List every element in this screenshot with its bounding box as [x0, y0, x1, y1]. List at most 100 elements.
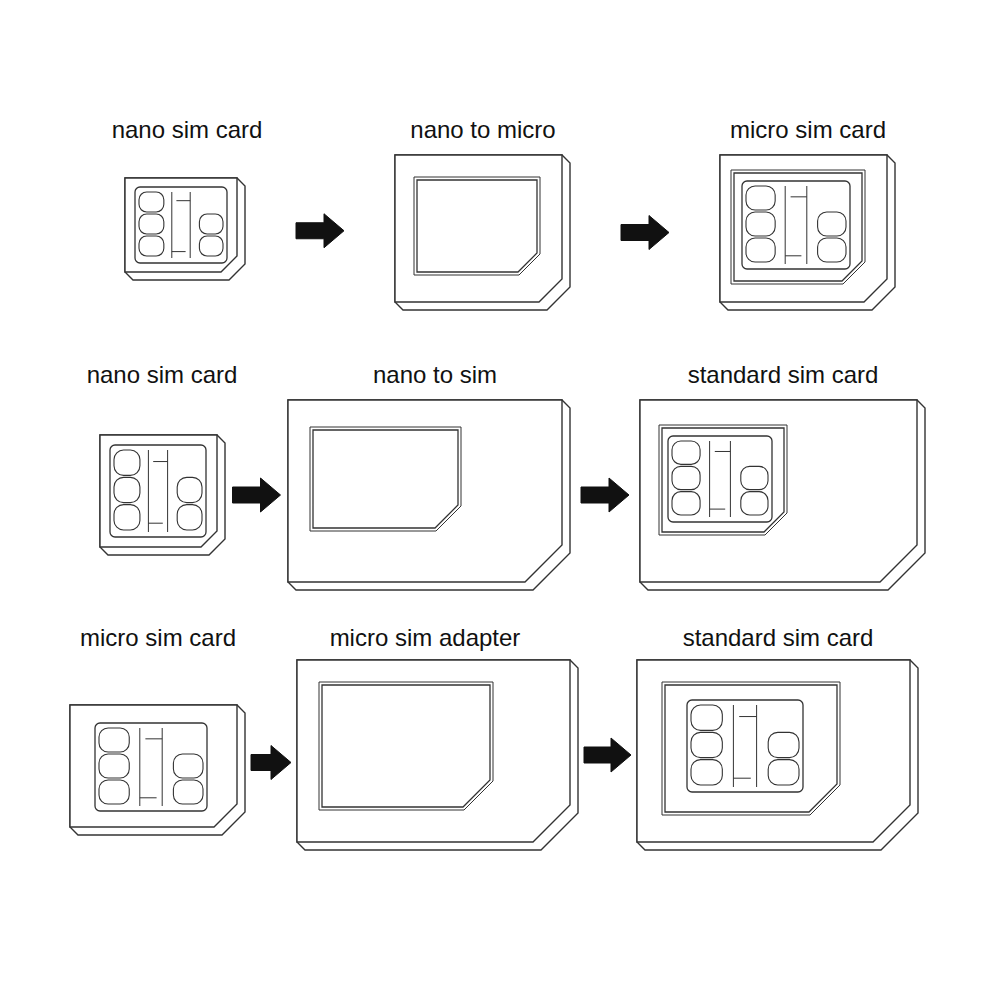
chip-line [148, 450, 167, 532]
sim-card: nano sim card [125, 178, 245, 280]
chip-contact [139, 236, 164, 256]
sim-card: nano sim card [100, 435, 225, 555]
card-label: nano sim card [87, 362, 238, 388]
chip-contact [691, 732, 722, 757]
card-edge [395, 155, 570, 310]
chip-contact [691, 705, 722, 730]
chip-contact [746, 186, 775, 210]
card-edge [297, 660, 578, 850]
card-face [100, 435, 217, 547]
sim-card: micro sim card [70, 705, 245, 835]
card-label: nano to micro [410, 117, 555, 143]
cutout-rim [662, 682, 840, 815]
chip-contact [199, 236, 223, 256]
sim-card: micro sim adapter [297, 660, 578, 850]
chip-contact [741, 466, 768, 489]
chip-line [785, 186, 807, 264]
card-shape [100, 435, 225, 555]
card-edge [637, 660, 918, 850]
chip-contact [177, 477, 202, 502]
cutout-rim [659, 425, 787, 535]
chip-line [140, 728, 162, 806]
cutout [322, 685, 490, 807]
chip-line [710, 441, 731, 517]
block-arrow [233, 478, 281, 512]
chip-outline [742, 181, 850, 269]
chip-contact [768, 732, 799, 757]
block-arrow [251, 746, 291, 780]
card-edge [125, 178, 245, 280]
sim-card: standard sim card [640, 400, 925, 590]
chip-contact [99, 780, 129, 804]
cutout-rim [310, 427, 461, 531]
chip-contact [199, 214, 223, 234]
cutout-rim [319, 682, 493, 810]
cutout [665, 685, 837, 812]
sim-card: nano to sim [288, 400, 570, 590]
card-shape [640, 400, 925, 590]
card-face [720, 155, 887, 302]
chip-contact [741, 492, 768, 515]
cutout-rim [731, 170, 865, 284]
chip-contact [672, 466, 700, 489]
card-shape [720, 155, 895, 310]
chip-contact [114, 505, 140, 530]
cutout [417, 180, 537, 272]
chip-contact [672, 492, 700, 515]
sim-card: nano to micro [395, 155, 570, 310]
card-edge [100, 435, 225, 555]
card-shape [395, 155, 570, 310]
chip-contact [818, 238, 846, 262]
card-shape [297, 660, 578, 850]
chip-contact [99, 728, 129, 752]
chip-contact [746, 238, 775, 262]
cutout [734, 173, 862, 281]
card-shape [637, 660, 918, 850]
card-label: nano sim card [112, 117, 263, 143]
chip-contact [691, 760, 722, 785]
card-label: standard sim card [683, 625, 874, 651]
block-arrow [581, 478, 629, 512]
chip-line [172, 192, 190, 258]
sim-card: standard sim card [637, 660, 918, 850]
card-face [640, 400, 917, 582]
cutout [313, 430, 458, 528]
chip-contact [139, 192, 164, 212]
chip-contact [672, 441, 700, 464]
card-label: standard sim card [688, 362, 879, 388]
card-face [288, 400, 562, 582]
chip-outline [95, 723, 207, 811]
chip-contact [746, 212, 775, 236]
chip-contact [114, 450, 140, 475]
card-label: micro sim card [80, 625, 236, 651]
chip-contact [139, 214, 164, 234]
chip-line [733, 705, 756, 787]
block-arrow [584, 738, 631, 772]
card-shape [70, 705, 245, 835]
block-arrow [296, 214, 344, 248]
chip-contact [99, 754, 129, 778]
card-face [637, 660, 910, 842]
card-edge [640, 400, 925, 590]
card-label: nano to sim [373, 362, 497, 388]
card-shape [125, 178, 245, 280]
cutout-rim [414, 177, 540, 275]
chip-contact [173, 780, 203, 804]
card-shape [288, 400, 570, 590]
cutout [662, 428, 784, 532]
block-arrow [621, 216, 669, 250]
card-face [395, 155, 562, 302]
chip-contact [177, 505, 202, 530]
card-edge [70, 705, 245, 835]
card-edge [720, 155, 895, 310]
card-label: micro sim adapter [330, 625, 521, 651]
card-face [70, 705, 237, 827]
chip-outline [668, 436, 772, 522]
sim-card: micro sim card [720, 155, 895, 310]
chip-outline [110, 445, 206, 537]
chip-contact [173, 754, 203, 778]
chip-outline [687, 700, 803, 792]
chip-contact [114, 477, 140, 502]
chip-contact [818, 212, 846, 236]
card-face [297, 660, 570, 842]
